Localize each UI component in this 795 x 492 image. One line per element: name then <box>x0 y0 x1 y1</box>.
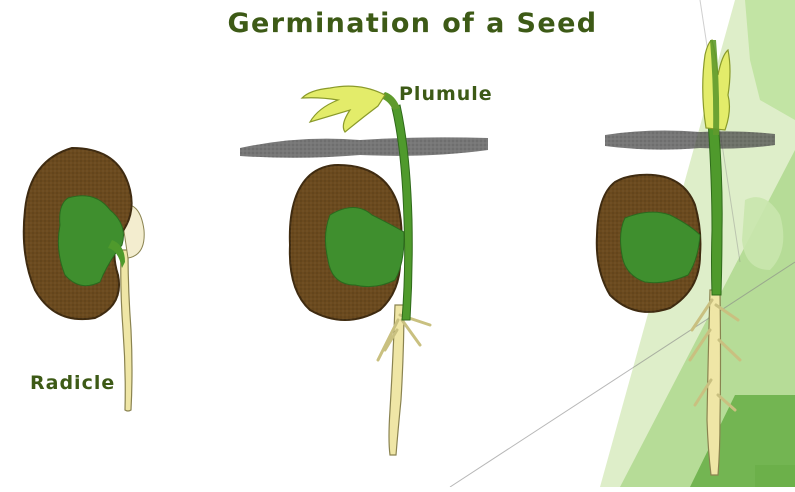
radicle-root <box>121 250 132 411</box>
diagram-title: Germination of a Seed <box>0 8 795 39</box>
plumule-leaves <box>302 86 385 132</box>
root <box>389 305 404 455</box>
soil-surface-texture <box>240 137 488 157</box>
plumule-label: Plumule <box>399 83 493 105</box>
stage-2-seedling <box>240 86 488 455</box>
radicle-label: Radicle <box>30 372 115 394</box>
backdrop-blob-3 <box>755 465 795 487</box>
soil-surface-texture <box>605 131 775 150</box>
